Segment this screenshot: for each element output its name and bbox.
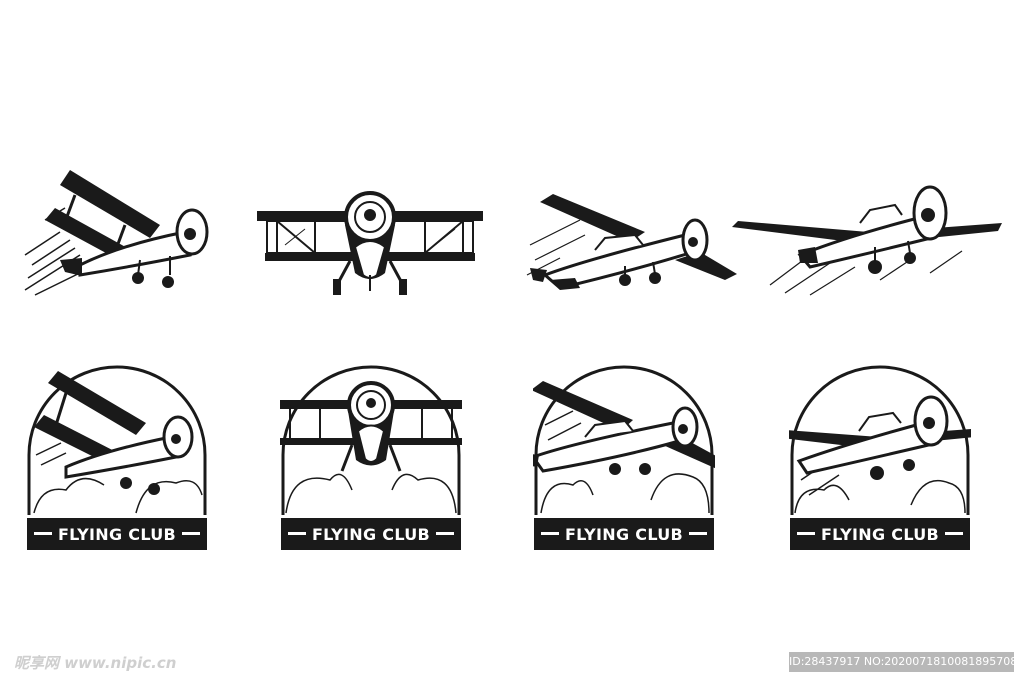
monoplane-low-wing-illustration <box>730 175 1005 300</box>
watermark-site: 昵享网 www.nipic.cn <box>14 654 177 672</box>
biplane-front-illustration <box>255 185 485 300</box>
badge-label: FLYING CLUB <box>820 525 940 544</box>
badge-label: FLYING CLUB <box>564 525 684 544</box>
biplane-front-icon <box>257 191 483 295</box>
badge-label: FLYING CLUB <box>57 525 177 544</box>
biplane-three-quarter-icon <box>24 170 209 296</box>
monoplane-high-wing-illustration <box>525 190 740 300</box>
flying-club-badge-2: FLYING CLUB <box>280 365 462 553</box>
biplane-perspective-illustration <box>20 160 220 300</box>
flying-club-badge-1: FLYING CLUB <box>26 365 208 553</box>
flying-club-badge-4: FLYING CLUB <box>789 365 971 553</box>
monoplane-side-icon <box>526 194 737 290</box>
biplane-front-badge-emblem-icon <box>280 365 462 550</box>
monoplane-low-wing-badge-emblem-icon <box>789 365 971 550</box>
biplane-badge-emblem-icon <box>27 365 207 550</box>
watermark-id: ID:28437917 NO:20200718100818957085 <box>789 652 1014 672</box>
monoplane-badge-emblem-icon <box>533 365 715 550</box>
flying-club-badge-3: FLYING CLUB <box>533 365 715 553</box>
monoplane-low-wing-icon <box>732 185 1002 296</box>
badge-label: FLYING CLUB <box>311 525 431 544</box>
